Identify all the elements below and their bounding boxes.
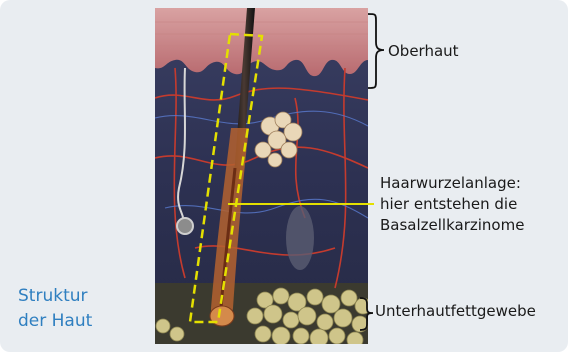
caption-line1: Struktur xyxy=(18,284,138,309)
epidermis-label: Oberhaut xyxy=(388,41,459,62)
epidermis-brace xyxy=(368,14,384,88)
hair-root-label: Haarwurzelanlage: hier entstehen die Bas… xyxy=(380,173,560,236)
hair-root-label-line2: hier entstehen die xyxy=(380,194,560,215)
diagram-caption: Struktur der Haut xyxy=(18,284,138,334)
hair-root-label-line1: Haarwurzelanlage: xyxy=(380,173,560,194)
caption-line2: der Haut xyxy=(18,309,138,334)
subcutis-brace xyxy=(360,298,373,330)
hair-root-highlight xyxy=(190,34,262,322)
hair-root-label-line3: Basalzellkarzinome xyxy=(380,215,560,236)
subcutis-label: Unterhautfettgewebe xyxy=(375,301,536,322)
